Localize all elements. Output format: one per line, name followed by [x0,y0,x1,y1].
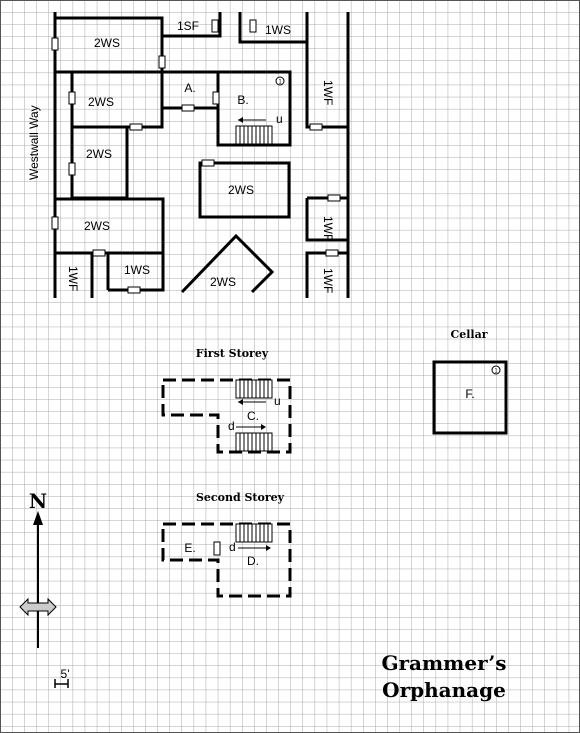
north-label: N [29,489,47,513]
label-bottom-1ws: 1WS [124,263,150,277]
title-line-1: Grammer’s [381,651,506,675]
cellar-marker: 1 [494,369,498,375]
room-d-label: D. [247,554,259,568]
label-right-1wf-mid: 1WF [321,216,335,241]
label-left-2ws-3: 2WS [86,147,112,161]
room-b-label: B. [237,93,248,107]
room-e-label: E. [184,541,195,555]
first-storey-plan: u d C. [161,378,292,454]
label-diamond-2ws: 2WS [210,275,236,289]
scale-label: 5' [61,667,70,681]
ground-marker: 1 [278,80,282,86]
scale-bar: 5' [54,667,70,688]
label-center-2ws: 2WS [228,183,254,197]
door [51,37,59,51]
stair-up-mark: u [276,112,283,126]
ground-floor: 1 2WS 1SF 1WS 1WF 2WS 2WS 2WS 2WS 1WF 1W… [51,12,350,298]
first-storey-heading: First Storey [196,347,269,360]
label-top-2ws: 2WS [94,36,120,50]
second-storey-heading: Second Storey [196,491,285,504]
map-title: Grammer’s Orphanage [381,651,506,702]
room-f-label: F. [465,387,474,401]
first-stair-down-mark: d [228,419,235,433]
second-storey-plan: d E. D. [161,522,292,598]
label-top-1sf: 1SF [177,19,199,33]
title-line-2: Orphanage [382,678,506,702]
label-bottom-1wf-left: 1WF [66,266,80,291]
cellar-heading: Cellar [450,328,487,341]
street-label: Westwall Way [27,105,41,180]
second-stair-down-mark: d [229,540,236,554]
label-left-2ws-4: 2WS [84,219,110,233]
label-left-2ws-2: 2WS [88,95,114,109]
label-right-1wf-bottom: 1WF [321,268,335,293]
compass: N [19,489,57,648]
first-stair-up-mark: u [274,394,281,408]
cellar-plan: 1 F. [432,360,508,435]
room-a-label: A. [184,81,195,95]
label-right-1wf-top: 1WF [321,80,335,105]
label-top-1ws: 1WS [265,23,291,37]
room-c-label: C. [247,409,259,423]
